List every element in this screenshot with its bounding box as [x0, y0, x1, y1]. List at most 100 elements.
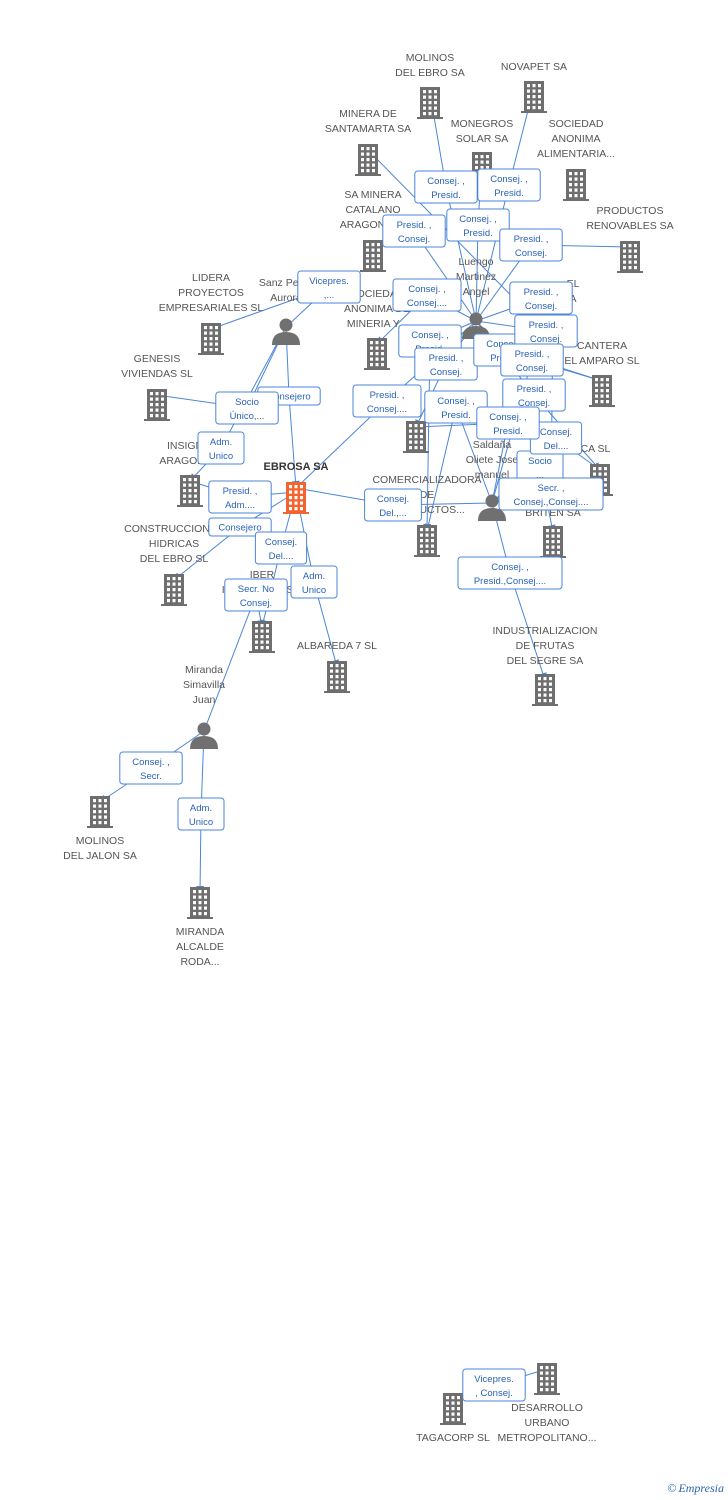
- building-icon: [563, 169, 589, 201]
- relationship-label-line: Presid.: [441, 410, 471, 421]
- node-b_company[interactable]: [403, 421, 429, 453]
- relationship-label[interactable]: Consej. ,Secr.: [119, 751, 183, 785]
- relationship-label[interactable]: Consej.Del.,...: [364, 488, 422, 522]
- node-soc_alimentaria[interactable]: SOCIEDADANONIMAALIMENTARIA...: [537, 118, 615, 201]
- building-icon: [521, 81, 547, 113]
- node-label-line: LIDERA: [192, 272, 230, 284]
- relationship-label[interactable]: Presid. ,Consej.: [502, 378, 566, 412]
- relationship-label[interactable]: Presid. ,Consej.: [514, 314, 578, 348]
- relationship-label-line: Presid. ,: [515, 349, 550, 360]
- building-icon: [540, 526, 566, 558]
- relationship-label-line: Adm.: [190, 803, 212, 814]
- relationship-label[interactable]: Consej.Del....: [254, 531, 308, 565]
- node-label-line: VIVIENDAS SL: [121, 368, 193, 380]
- relationship-label[interactable]: Consej. ,Presid.: [414, 170, 478, 204]
- node-label-line: EMPRESARIALES SL: [159, 302, 264, 314]
- node-ebrosa[interactable]: EBROSA SA: [264, 461, 329, 514]
- relationship-label-line: Vicepres.: [309, 276, 348, 287]
- building-icon: [440, 1393, 466, 1425]
- copyright-symbol: ©: [667, 1481, 677, 1495]
- node-label-line: A: [569, 293, 576, 305]
- building-icon: [364, 338, 390, 370]
- relationship-label[interactable]: Presid. , Consej.: [414, 347, 478, 381]
- relationship-label-line: Presid. ,: [429, 353, 464, 364]
- node-label-line: Aurora: [270, 292, 302, 304]
- building-icon: [324, 661, 350, 693]
- relationship-label-line: Presid.,Consej....: [474, 576, 546, 587]
- node-label-line: Simavilla: [183, 679, 225, 691]
- node-label-line: COMERCIALIZADORA: [372, 474, 481, 486]
- node-tagacorp[interactable]: TAGACORP SL: [416, 1393, 490, 1444]
- building-icon: [589, 375, 615, 407]
- relationship-label[interactable]: Adm.Unico: [290, 565, 338, 599]
- relationship-label[interactable]: Presid. ,Adm....: [208, 480, 272, 514]
- node-label-line: PROYECTOS: [178, 287, 244, 299]
- relationship-label-line: Consej....: [367, 404, 407, 415]
- relationship-label-line: Consej. ,: [459, 214, 497, 225]
- node-label-line: EL AMPARO SL: [564, 355, 639, 367]
- node-label-line: RENOVABLES SA: [586, 220, 673, 232]
- relationship-label-line: ,...: [324, 290, 335, 301]
- node-miranda_alcalde[interactable]: MIRANDAALCALDERODA...: [176, 887, 224, 968]
- relationship-label[interactable]: Presid. ,Consej.: [499, 228, 563, 262]
- relationship-label[interactable]: Presid. ,Consej.: [509, 281, 573, 315]
- relationship-label-line: Consejero: [218, 523, 261, 534]
- relationship-label-line: Presid.: [463, 228, 493, 239]
- relationship-label-line: Vicepres.: [474, 1374, 513, 1385]
- relationship-label-line: Presid. ,: [370, 390, 405, 401]
- relationship-label[interactable]: Adm.Unico: [177, 797, 225, 831]
- building-icon: [198, 323, 224, 355]
- edge-miranda_p-to-iber: [203, 593, 265, 732]
- node-label-line: MIRANDA: [176, 926, 224, 938]
- relationship-label[interactable]: Consej. ,Presid.: [424, 390, 488, 424]
- node-label-line: ALBAREDA 7 SL: [297, 640, 377, 652]
- relationship-label-line: Consej.,Consej....: [514, 497, 589, 508]
- building-icon: [87, 796, 113, 828]
- relationship-label[interactable]: Consej. ,Consej....: [392, 278, 462, 312]
- node-label-line: DEL JALON SA: [63, 850, 137, 862]
- node-label-line: DEL EBRO SA: [395, 67, 465, 79]
- node-lidera[interactable]: LIDERA PROYECTOS EMPRESARIALES SL: [159, 272, 264, 355]
- relationship-label[interactable]: Adm.Unico: [197, 431, 245, 465]
- relationship-label[interactable]: Consej. ,Presid.: [477, 168, 541, 202]
- node-label-line: SOLAR SA: [456, 133, 509, 145]
- relationship-label[interactable]: Secr. ,Consej.,Consej....: [498, 477, 604, 511]
- relationship-label[interactable]: Vicepres., Consej.: [462, 1368, 526, 1402]
- node-albareda[interactable]: ALBAREDA 7 SL: [297, 640, 377, 693]
- relationship-label[interactable]: Consej. ,Presid.: [476, 406, 540, 440]
- node-desarrollo[interactable]: DESARROLLOURBANOMETROPOLITANO...: [498, 1363, 597, 1444]
- relationship-label[interactable]: Consejero: [208, 517, 272, 537]
- relationship-label[interactable]: Consej. , Presid.: [446, 208, 510, 242]
- node-label-line: DE FRUTAS: [516, 640, 575, 652]
- relationship-label[interactable]: Presid. ,Consej.: [382, 214, 446, 248]
- node-briten[interactable]: BRITEN SA: [525, 507, 581, 558]
- node-label-line: SA MINERA: [344, 189, 401, 201]
- node-label-line: URBANO: [525, 1417, 570, 1429]
- relationship-label[interactable]: Vicepres.,...: [297, 270, 361, 304]
- relationship-label[interactable]: Presid. , Consej....: [352, 384, 422, 418]
- relationship-label-line: Unico: [209, 451, 233, 462]
- relationship-label[interactable]: Consej. ,Presid.,Consej....: [457, 556, 563, 590]
- node-novapet[interactable]: NOVAPET SA: [501, 61, 567, 113]
- person-icon: [190, 722, 218, 749]
- relationship-label[interactable]: Consej.Del....: [529, 421, 583, 455]
- relationship-label-line: Consej.: [430, 367, 462, 378]
- relationship-label-line: Del....: [269, 551, 294, 562]
- relationship-label[interactable]: Presid. ,Consej.: [500, 343, 564, 377]
- relationship-label[interactable]: SocioÚnico,...: [215, 391, 279, 425]
- node-label-line: IBER: [250, 569, 275, 581]
